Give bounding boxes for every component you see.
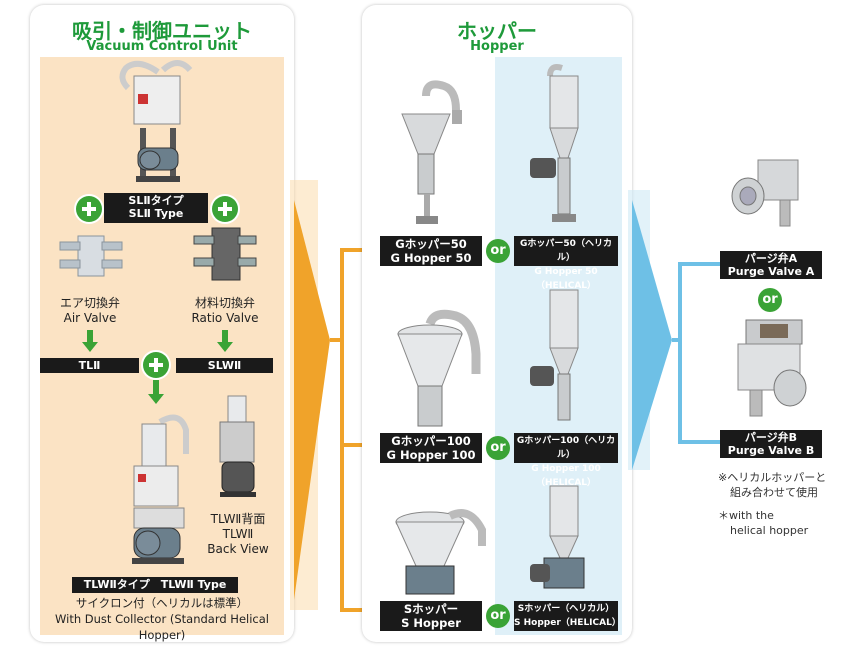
purge-valve-b-image bbox=[737, 319, 807, 417]
ratio-valve-image bbox=[193, 227, 257, 281]
or-badge-row-0: or bbox=[486, 239, 510, 263]
g-hopper-100-helical-label-en: G Hopper 100（HELICAL） bbox=[531, 464, 601, 488]
g-hopper-50-helical-label: Gホッパー50（ヘリカル） G Hopper 50（HELICAL） bbox=[514, 236, 618, 291]
purge-valve-a-image bbox=[731, 159, 799, 227]
arrow-shaft-center bbox=[153, 380, 159, 396]
or-badge-row-1: or bbox=[486, 436, 510, 460]
g-hopper-100-helical-label: Gホッパー100（ヘリカル） G Hopper 100（HELICAL） bbox=[514, 433, 618, 488]
purge-valve-a-label-jp: パージ弁A bbox=[744, 252, 798, 265]
arrow-down-left-icon bbox=[82, 342, 98, 352]
hopper-title-jp: ホッパー bbox=[457, 19, 537, 43]
sl2-type-label-en: SLⅡ Type bbox=[128, 207, 184, 220]
sl2-type-label: SLⅡタイプ SLⅡ Type bbox=[104, 193, 208, 223]
ratio-valve-label-en: Ratio Valve bbox=[191, 311, 259, 325]
g-hopper-50-image bbox=[401, 80, 462, 224]
orange-connector bbox=[290, 180, 378, 612]
slw2-label: SLWⅡ bbox=[176, 358, 273, 373]
ratio-valve-label-jp: 材料切換弁 bbox=[194, 296, 255, 310]
plus-icon-left bbox=[76, 196, 102, 222]
purge-valve-b-label: パージ弁B Purge Valve B bbox=[720, 430, 822, 458]
g-hopper-50-helical-image bbox=[530, 64, 579, 222]
arrow-shaft-right bbox=[222, 330, 228, 344]
air-valve-label-jp: エア切換弁 bbox=[59, 296, 120, 310]
helical-note-jp-1: ※ヘリカルホッパーと bbox=[718, 471, 827, 484]
or-badge-row-2: or bbox=[486, 604, 510, 628]
hopper-row-1: Gホッパー100 G Hopper 100 or Gホッパー100（ヘリカル） … bbox=[380, 433, 618, 488]
air-valve-label: エア切換弁 Air Valve bbox=[40, 296, 140, 326]
tlw2-machine-image bbox=[132, 414, 189, 564]
s-hopper-label: Sホッパー S Hopper bbox=[380, 601, 482, 631]
vacuum-unit-title-jp: 吸引・制御ユニット bbox=[72, 19, 252, 43]
s-hopper-image bbox=[395, 509, 486, 595]
helical-note-jp-2: 組み合わせて使用 bbox=[730, 486, 818, 499]
or-badge-purge: or bbox=[758, 288, 782, 312]
tlw2-back-view-label: TLWⅡ背面 TLWⅡ Back View bbox=[200, 512, 276, 557]
tlw2-back-label-en2: Back View bbox=[207, 542, 269, 556]
tlw2-back-label-jp: TLWⅡ背面 bbox=[210, 512, 266, 526]
dust-collector-label-en: With Dust Collector (Standard Helical Ho… bbox=[55, 612, 269, 642]
plus-icon-right bbox=[212, 196, 238, 222]
g-hopper-50-label-en: G Hopper 50 bbox=[390, 251, 472, 265]
g-hopper-50-label: Gホッパー50 G Hopper 50 bbox=[380, 236, 482, 266]
g-hopper-50-label-jp: Gホッパー50 bbox=[395, 237, 467, 251]
purge-valve-a-label-en: Purge Valve A bbox=[727, 265, 815, 278]
s-hopper-helical-label: Sホッパー（ヘリカル） S Hopper（HELICAL） bbox=[514, 601, 621, 631]
vacuum-unit-title-en: Vacuum Control Unit bbox=[86, 39, 238, 54]
s-hopper-helical-image bbox=[530, 485, 585, 589]
g-hopper-100-label-en: G Hopper 100 bbox=[386, 448, 476, 462]
dust-collector-label-jp: サイクロン付（ヘリカルは標準） bbox=[75, 596, 249, 610]
plus-icon-center bbox=[143, 352, 169, 378]
purge-valve-b-label-jp: パージ弁B bbox=[744, 431, 798, 444]
hopper-row-0: Gホッパー50 G Hopper 50 or Gホッパー50（ヘリカル） G H… bbox=[380, 236, 618, 291]
g-hopper-50-helical-label-jp: Gホッパー50（ヘリカル） bbox=[520, 239, 612, 263]
helical-note: ※ヘリカルホッパーと 組み合わせて使用 ＊with the helical ho… bbox=[718, 470, 838, 538]
s-hopper-label-en: S Hopper bbox=[401, 616, 461, 630]
s-hopper-label-jp: Sホッパー bbox=[403, 602, 459, 616]
tlw2-type-label: TLWⅡタイプ TLWⅡ Type bbox=[72, 577, 238, 593]
hopper-title-en: Hopper bbox=[470, 39, 524, 54]
arrow-down-right-icon bbox=[217, 342, 233, 352]
helical-note-en-1: ＊with the bbox=[718, 509, 774, 522]
tl2-label: TLⅡ bbox=[40, 358, 139, 373]
dust-collector-label: サイクロン付（ヘリカルは標準） With Dust Collector (Sta… bbox=[32, 595, 292, 643]
s-hopper-helical-label-en: S Hopper（HELICAL） bbox=[514, 618, 621, 628]
sl2-vacuum-unit-image bbox=[119, 60, 193, 182]
purge-valve-b-label-en: Purge Valve B bbox=[727, 444, 815, 457]
hopper-row-2: Sホッパー S Hopper or Sホッパー（ヘリカル） S Hopper（H… bbox=[380, 601, 621, 631]
g-hopper-100-label: Gホッパー100 G Hopper 100 bbox=[380, 433, 482, 463]
blue-connector bbox=[628, 190, 726, 470]
g-hopper-100-helical-image bbox=[530, 289, 579, 421]
g-hopper-100-image bbox=[397, 309, 481, 427]
purge-valve-a-label: パージ弁A Purge Valve A bbox=[720, 251, 822, 279]
air-valve-image bbox=[59, 235, 123, 277]
arrow-shaft-left bbox=[87, 330, 93, 344]
g-hopper-50-helical-label-en: G Hopper 50（HELICAL） bbox=[534, 267, 598, 291]
air-valve-label-en: Air Valve bbox=[63, 311, 117, 325]
g-hopper-100-helical-label-jp: Gホッパー100（ヘリカル） bbox=[516, 436, 616, 460]
ratio-valve-label: 材料切換弁 Ratio Valve bbox=[175, 296, 275, 326]
sl2-type-label-jp: SLⅡタイプ bbox=[128, 194, 184, 207]
arrow-down-center-icon bbox=[148, 394, 164, 404]
g-hopper-100-label-jp: Gホッパー100 bbox=[391, 434, 471, 448]
tlw2-back-label-en1: TLWⅡ bbox=[222, 527, 254, 541]
helical-note-en-2: helical hopper bbox=[730, 524, 809, 537]
s-hopper-helical-label-jp: Sホッパー（ヘリカル） bbox=[517, 604, 615, 614]
tlw2-back-view-image bbox=[219, 395, 256, 497]
